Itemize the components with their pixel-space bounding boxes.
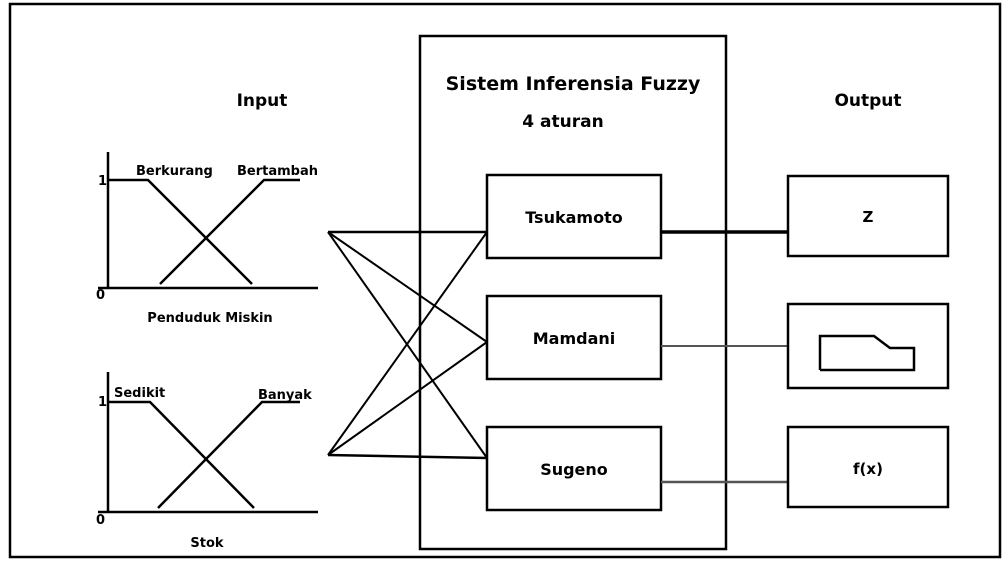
- method-label-sugeno: Sugeno: [540, 460, 608, 479]
- method-box-mamdani: Mamdani: [485, 294, 663, 381]
- output-label-fx: f(x): [853, 460, 883, 478]
- graph1-label-one: 1: [98, 174, 107, 189]
- graph2-curve-banyak: [157, 400, 300, 509]
- membership-graph-stok: 1 0 Sedikit Banyak Stok: [96, 372, 318, 551]
- graph1-term-berkurang: Berkurang: [136, 164, 213, 179]
- output-box-z: Z: [786, 174, 950, 258]
- fis-container: [418, 34, 728, 551]
- membership-graph-penduduk-miskin: 1 0 Berkurang Bertambah Penduduk Miskin: [96, 152, 318, 326]
- graph2-curve-sedikit: [108, 400, 255, 509]
- input-title: Input: [237, 91, 288, 111]
- graph1-curve-bertambah: [159, 178, 300, 285]
- method-box-sugeno: Sugeno: [485, 425, 663, 512]
- graph2-variable-label: Stok: [190, 536, 224, 551]
- output-title: Output: [834, 91, 901, 111]
- output-label-z: Z: [863, 208, 874, 226]
- graph2-term-sedikit: Sedikit: [114, 386, 165, 401]
- outer-frame: [8, 2, 1002, 559]
- graph1-variable-label: Penduduk Miskin: [147, 311, 272, 326]
- graph1-label-zero: 0: [96, 288, 105, 303]
- method-label-mamdani: Mamdani: [533, 329, 616, 348]
- graph2-label-zero: 0: [96, 513, 105, 528]
- output-box-fx: f(x): [786, 425, 950, 509]
- method-box-tsukamoto: Tsukamoto: [485, 173, 663, 260]
- fis-subtitle: 4 aturan: [522, 112, 603, 132]
- method-label-tsukamoto: Tsukamoto: [525, 208, 622, 227]
- graph2-term-banyak: Banyak: [258, 388, 312, 403]
- output-connectors: [661, 230, 788, 484]
- input-connectors: [327, 230, 488, 460]
- output-box-mamdani-set: [786, 302, 950, 390]
- output-fuzzy-set-shape-icon: [818, 334, 916, 372]
- graph2-label-one: 1: [98, 395, 107, 410]
- fis-title: Sistem Inferensia Fuzzy: [446, 73, 701, 95]
- graph1-curve-berkurang: [108, 178, 253, 285]
- graph1-term-bertambah: Bertambah: [237, 164, 318, 179]
